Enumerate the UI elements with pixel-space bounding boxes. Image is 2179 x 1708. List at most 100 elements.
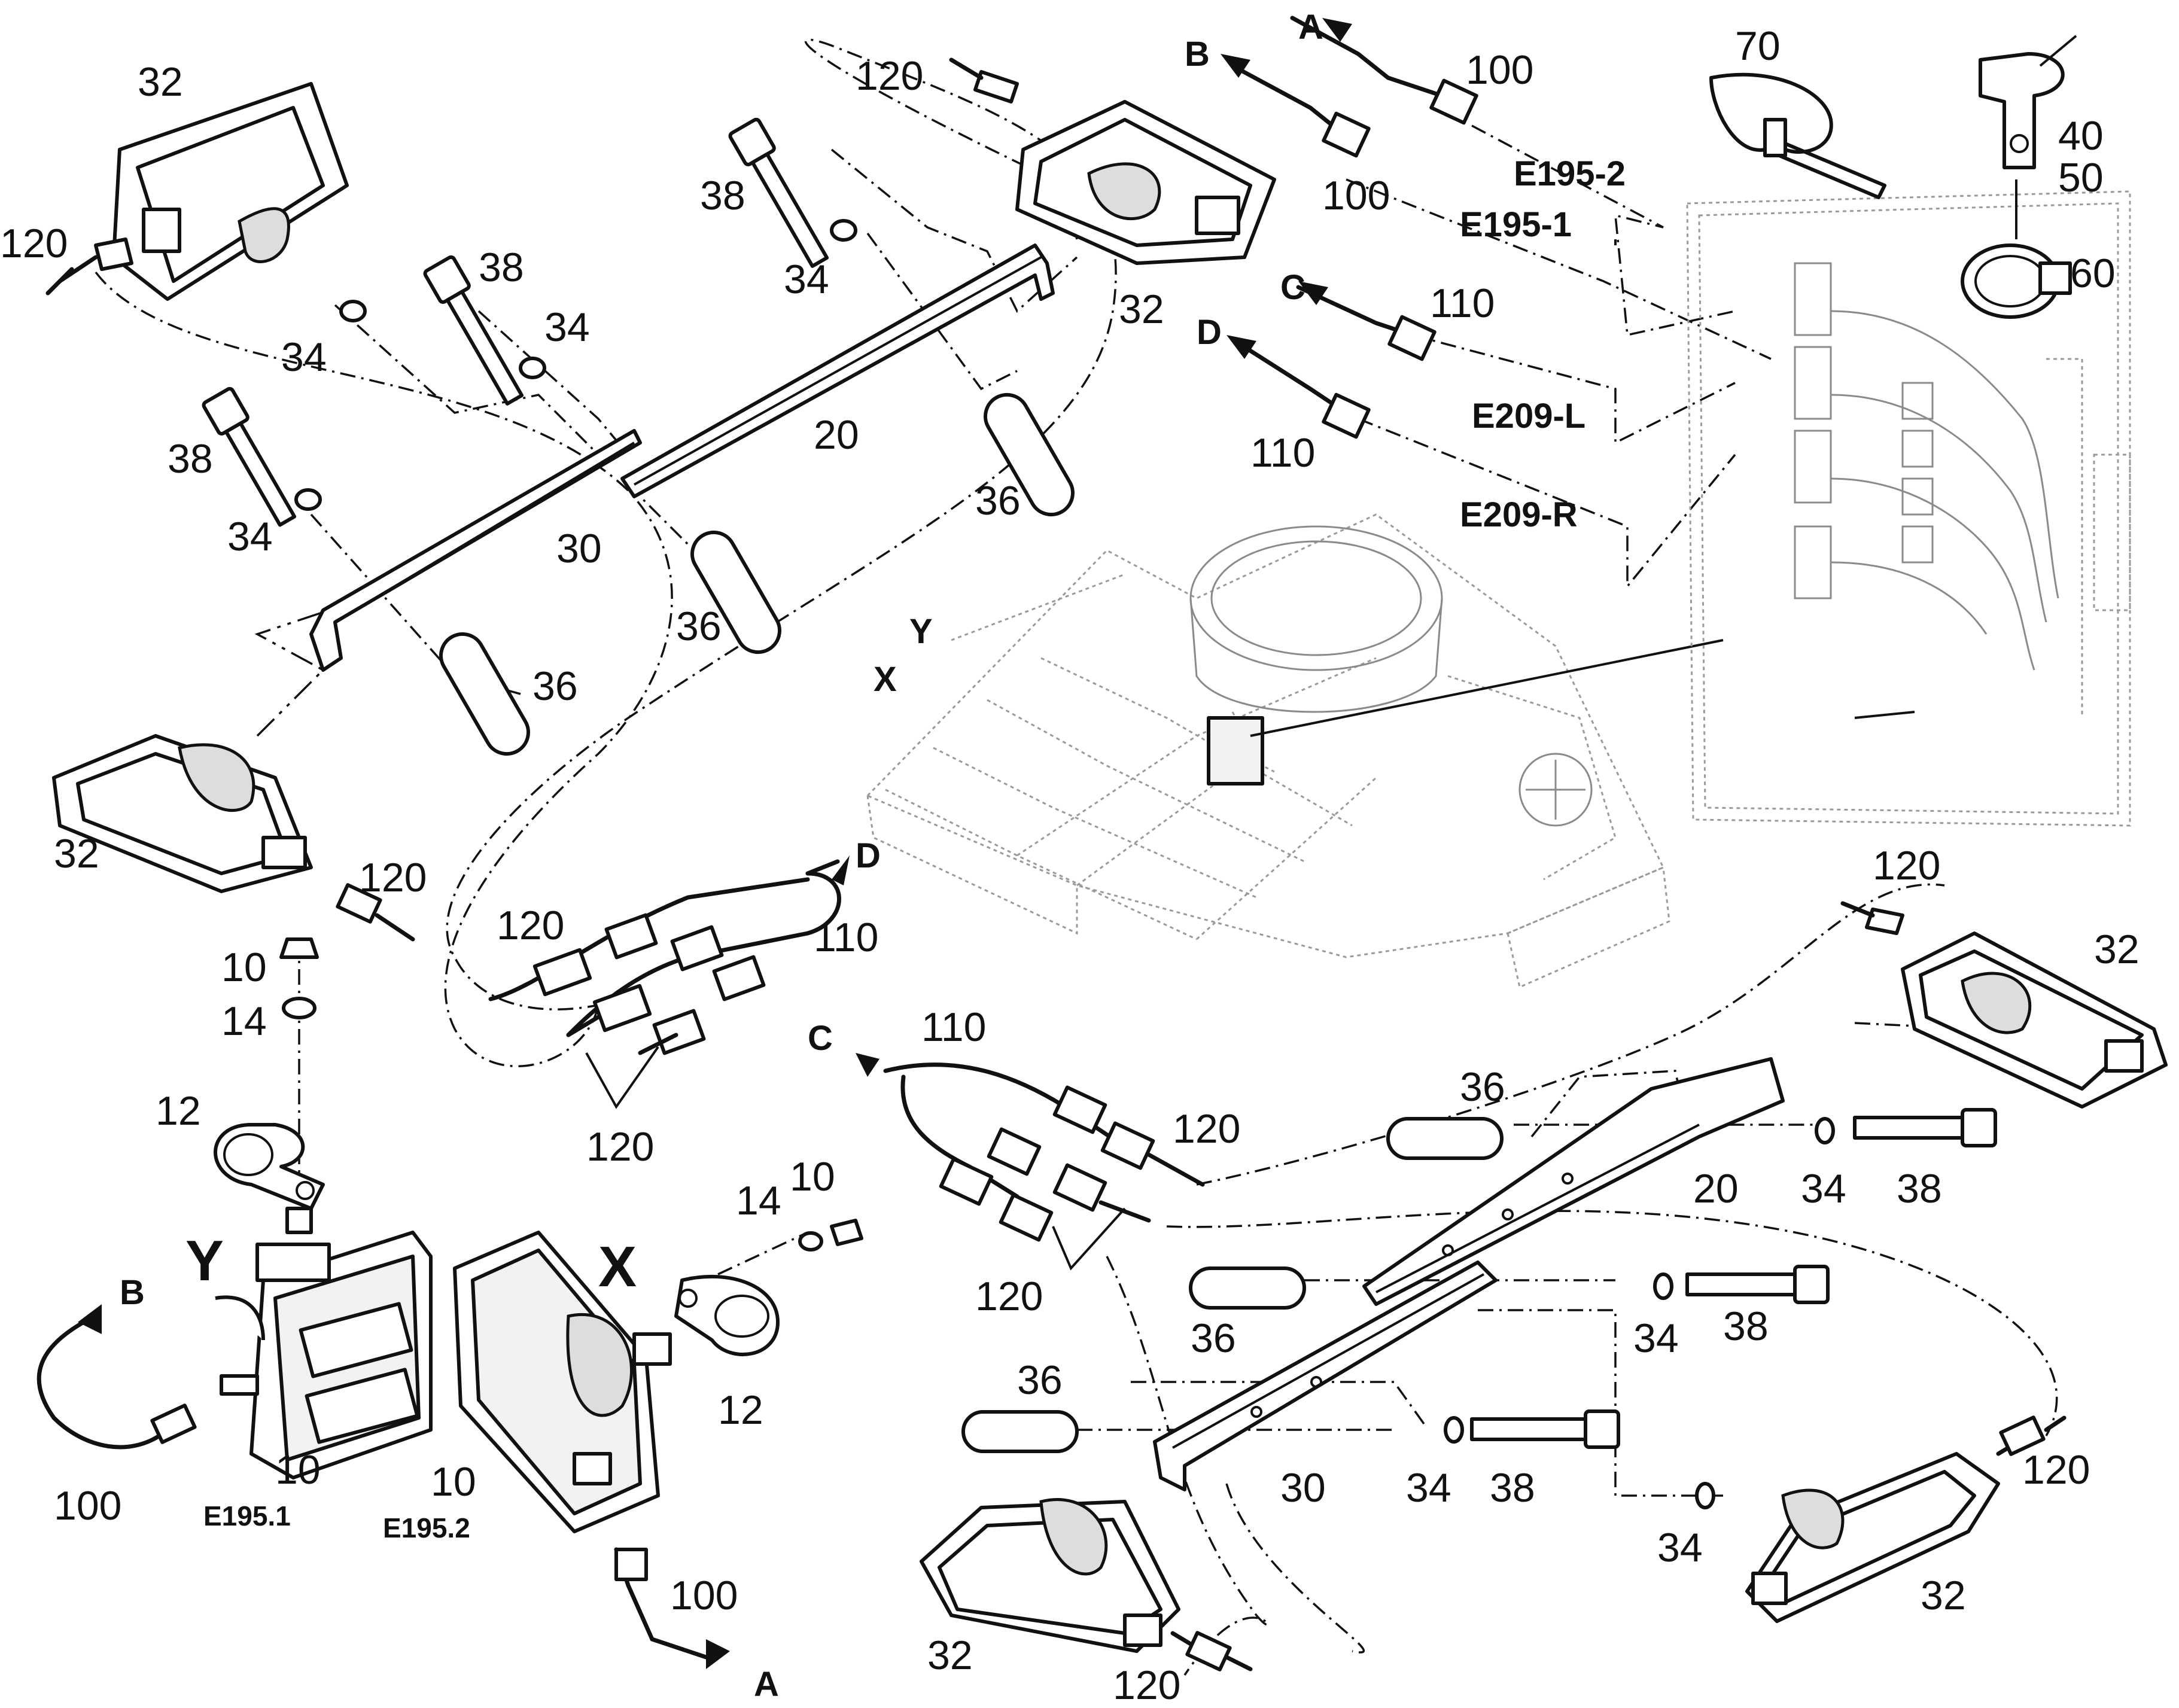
mounting-brackets-bottom [1153, 1057, 1785, 1491]
callout-10: 10 [221, 945, 267, 990]
callout-38: 38 [700, 173, 745, 218]
callout-34: 34 [544, 305, 590, 350]
callout-36: 36 [1460, 1064, 1505, 1110]
washer [798, 1231, 823, 1252]
callout-110: 110 [1250, 430, 1315, 476]
callout-34: 34 [1633, 1316, 1679, 1361]
callout-10: 10 [275, 1447, 321, 1493]
bolt-shank [224, 421, 297, 527]
code-e209-l: E209-L [1472, 397, 1585, 436]
callout-38: 38 [168, 436, 213, 482]
wiring-harness-center [883, 1062, 1205, 1271]
mounting-brackets-top [309, 243, 1055, 672]
callout-12: 12 [156, 1088, 201, 1134]
module-32-bottom-center [920, 1498, 1253, 1672]
callout-120: 120 [975, 1274, 1043, 1319]
callout-36: 36 [1017, 1357, 1063, 1403]
callout-36: 36 [1191, 1316, 1236, 1361]
bracket-clip [1979, 52, 2065, 169]
p-clamp-left [214, 937, 325, 1210]
callout-36: 36 [975, 478, 1021, 523]
letter-labels: A B C D D C B A X Y Y X [120, 8, 1323, 1704]
module-32-mid-left [52, 734, 313, 893]
code-e195-2-dot: E195.2 [383, 1512, 470, 1543]
callout-38: 38 [1897, 1166, 1942, 1211]
direction-arrows [78, 18, 1352, 1669]
callout-20: 20 [1693, 1166, 1739, 1211]
module-32-right [1840, 901, 2168, 1109]
callout-120: 120 [497, 903, 564, 948]
letter-a-bot: A [754, 1665, 779, 1704]
nut [830, 1219, 863, 1246]
letter-x-small: X [874, 660, 897, 699]
callout-120: 120 [856, 53, 923, 99]
callout-32: 32 [54, 831, 99, 876]
callout-50: 50 [2058, 155, 2104, 200]
callout-32: 32 [1119, 287, 1164, 332]
cable-tie-clip [1709, 72, 1886, 199]
code-e195-1: E195-1 [1460, 205, 1572, 244]
callout-labels: 32 120 34 38 34 38 34 30 36 36 20 36 38 … [0, 23, 2140, 1708]
callout-120: 120 [2022, 1447, 2090, 1493]
bolt-shank [1853, 1116, 1964, 1140]
code-e195-2: E195-2 [1514, 154, 1626, 193]
callout-100: 100 [1466, 47, 1533, 93]
module-32-top-center [949, 57, 1276, 265]
callout-32-top-left: 32 [138, 59, 183, 105]
callout-40: 40 [2058, 113, 2104, 159]
letter-c-top: C [1280, 268, 1305, 307]
fasteners-top [202, 117, 1075, 756]
letter-b-bot: B [120, 1273, 145, 1312]
callout-110: 110 [1430, 281, 1495, 326]
callout-38: 38 [479, 245, 524, 290]
callout-38: 38 [1723, 1304, 1769, 1349]
control-board [1686, 190, 2131, 827]
callout-100: 100 [670, 1573, 738, 1618]
callout-14: 14 [221, 998, 267, 1044]
letter-a-top: A [1298, 8, 1323, 47]
letter-y-small: Y [909, 612, 933, 651]
callout-120: 120 [359, 855, 427, 900]
washer [1815, 1117, 1835, 1144]
bracket-30-top [309, 429, 642, 672]
callout-10: 10 [431, 1459, 476, 1505]
washer [294, 488, 322, 511]
letter-d-top: D [1197, 313, 1222, 352]
callout-70: 70 [1735, 23, 1781, 69]
letter-y-big: Y [185, 1229, 224, 1293]
washer [282, 997, 316, 1019]
callout-30: 30 [1280, 1465, 1326, 1511]
callout-110: 110 [814, 915, 878, 960]
callout-32: 32 [2094, 927, 2140, 972]
callout-34: 34 [784, 257, 829, 302]
callout-38: 38 [1490, 1465, 1535, 1511]
nut [279, 937, 319, 959]
spacer-tube [439, 632, 530, 756]
control-unit-y [36, 1207, 433, 1479]
callout-120-top-left: 120 [0, 221, 68, 266]
callout-20: 20 [814, 412, 859, 458]
callout-32: 32 [1921, 1573, 1966, 1618]
leader-lines [1614, 239, 1915, 719]
clips [1709, 35, 2077, 319]
callout-120: 120 [586, 1124, 654, 1170]
letter-b-top: B [1185, 35, 1210, 74]
module-32-bottom-right [1745, 1415, 2067, 1623]
module-32-top-left [57, 82, 349, 301]
p-clamp-right [674, 1219, 863, 1356]
callout-34: 34 [1406, 1465, 1451, 1511]
machine-frame [866, 513, 1724, 989]
letter-x-big: X [598, 1235, 637, 1299]
callout-100: 100 [1322, 173, 1390, 218]
cable-tie-head [1763, 118, 1787, 157]
bracket-30-bottom [1153, 1261, 1498, 1491]
code-e209-r: E209-R [1460, 495, 1578, 534]
callout-120: 120 [1873, 843, 1940, 888]
callout-110: 110 [921, 1004, 986, 1050]
callout-34: 34 [227, 514, 273, 559]
letter-c-mid: C [808, 1019, 833, 1058]
callout-100: 100 [54, 1483, 121, 1529]
cables-top [45, 16, 1478, 942]
callout-12: 12 [718, 1387, 763, 1433]
code-labels: E195-2 E195-1 E209-L E209-R E195.1 E195.… [203, 154, 1626, 1543]
